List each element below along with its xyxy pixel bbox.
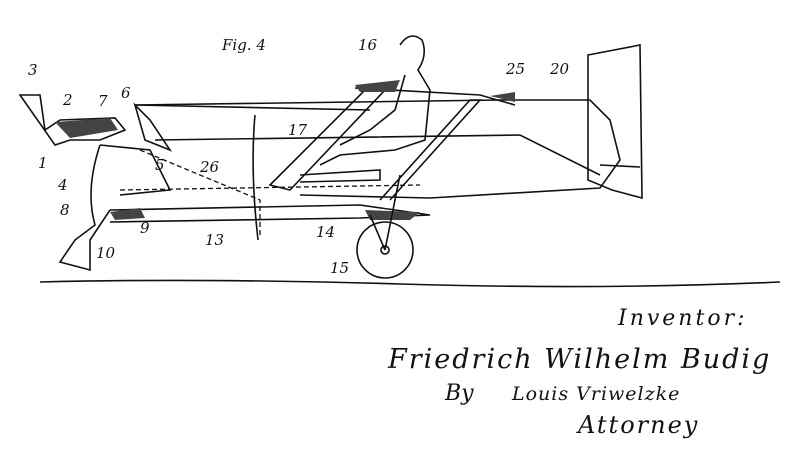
ref-numeral: 15 bbox=[330, 259, 349, 277]
fuselage-lower-longeron bbox=[154, 134, 601, 176]
ref-numeral: 4 bbox=[57, 176, 68, 194]
ref-numeral: 1 bbox=[38, 154, 48, 172]
ref-numeral: 3 bbox=[28, 61, 38, 79]
tail-fin bbox=[587, 44, 643, 200]
ref-numeral: 17 bbox=[288, 121, 308, 139]
front-frame bbox=[58, 144, 111, 272]
ref-numeral: 9 bbox=[140, 219, 150, 237]
inventor-name: Friedrich Wilhelm Budig bbox=[387, 344, 771, 375]
ref-numeral: 26 bbox=[199, 158, 220, 176]
ref-numeral: 13 bbox=[205, 231, 224, 249]
wheel bbox=[356, 221, 414, 279]
hatched-part-16 bbox=[355, 80, 400, 92]
tail-skid bbox=[599, 164, 641, 168]
upper-strut bbox=[134, 104, 371, 111]
dashed-frame bbox=[119, 149, 421, 235]
frame-lower bbox=[99, 144, 172, 196]
ref-numeral: 2 bbox=[62, 91, 73, 109]
ref-numeral: 16 bbox=[358, 36, 378, 54]
ground-line bbox=[39, 279, 781, 288]
wheel-strut bbox=[369, 174, 401, 251]
ref-numeral: 7 bbox=[98, 92, 108, 110]
ref-numeral: 5 bbox=[155, 156, 165, 174]
attorney-signature: Louis Vriwelzke bbox=[511, 383, 680, 405]
hatched-part-25 bbox=[490, 92, 515, 102]
seat bbox=[299, 169, 381, 183]
ref-numeral: 8 bbox=[60, 201, 70, 219]
nose-assembly bbox=[18, 94, 127, 146]
lower-beam bbox=[109, 204, 431, 223]
ref-numeral: 25 bbox=[505, 60, 525, 78]
ref-numeral: 6 bbox=[121, 84, 131, 102]
attorney-label: Attorney bbox=[576, 411, 699, 439]
ref-numeral: 14 bbox=[316, 223, 335, 241]
cabane-wing bbox=[354, 87, 516, 106]
ref-numeral: 20 bbox=[549, 60, 570, 78]
by-label: By bbox=[444, 381, 474, 406]
inventor-label: Inventor: bbox=[617, 306, 748, 331]
hatched-part-2 bbox=[55, 118, 118, 138]
ref-numeral: 10 bbox=[96, 244, 116, 262]
propeller bbox=[252, 114, 259, 241]
pilot-figure bbox=[319, 35, 431, 166]
hatched-part-9 bbox=[110, 208, 145, 220]
figure-title: Fig. 4 bbox=[221, 36, 266, 54]
bracket-6 bbox=[133, 102, 173, 152]
diagonal-strut-rear bbox=[379, 99, 482, 201]
